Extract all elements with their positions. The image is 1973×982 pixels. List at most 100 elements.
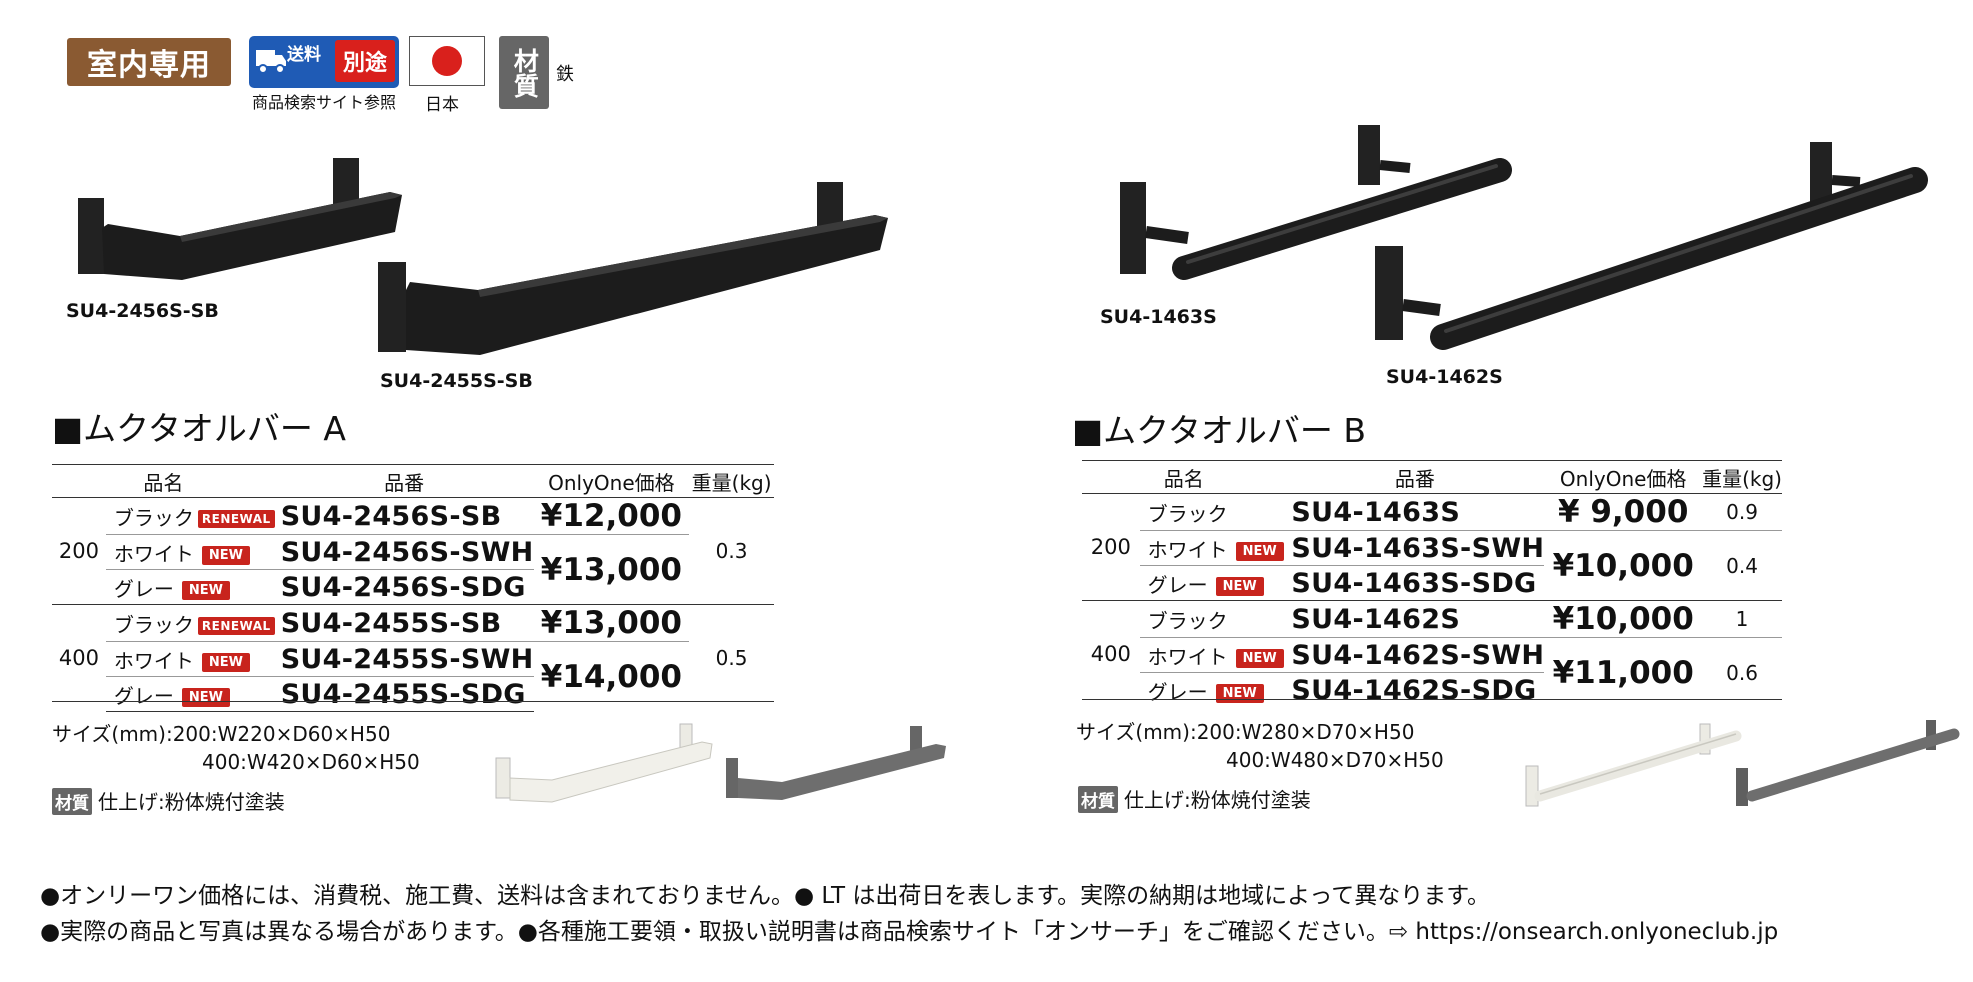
price-cell: ¥ 9,000 [1557, 494, 1689, 530]
new-badge: NEW [201, 652, 250, 672]
size-note-a-line1: サイズ(mm):200:W220×D60×H50 [52, 722, 391, 746]
white-bar [509, 741, 713, 803]
origin-label: 日本 [425, 95, 459, 115]
bracket-plate [1736, 768, 1748, 806]
renewal-badge: RENEWAL [197, 617, 275, 635]
color-name: ブラック [113, 612, 194, 637]
table-row: 400 ブラック SU4-1462S ¥10,000 1 [1082, 600, 1782, 707]
section-b-table: 品名 品番 OnlyOne価格 重量(kg) 200 ブラック SU4-1463… [1082, 460, 1782, 707]
color-cell: ホワイト NEW [1139, 530, 1286, 566]
bar-body [406, 215, 888, 355]
code-cell: SU4-1463S-SDG [1285, 565, 1545, 601]
color-cell: グレー NEW [1139, 565, 1286, 601]
towel-bar-b-photo [1120, 125, 1928, 350]
bar-highlight [180, 192, 402, 242]
table-row: グレー NEW SU4-1463S-SDG [1082, 565, 1782, 601]
code-cell: SU4-2455S-SDG [274, 676, 534, 712]
header-price: OnlyOne価格 [1544, 460, 1703, 494]
header-weight: 重量(kg) [689, 464, 774, 498]
size-cell: 200 [58, 539, 99, 563]
renewal-badge: RENEWAL [197, 510, 275, 528]
table-row: グレー NEW SU4-2456S-SDG [52, 569, 774, 605]
header-name: 品名 [52, 464, 275, 498]
color-variants-a [495, 723, 946, 803]
table-row: ホワイト NEW SU4-2456S-SWH ¥13,000 [52, 534, 774, 605]
finish-text: 仕上げ:粉体焼付塗装 [98, 790, 285, 814]
code-cell: SU4-2456S-SDG [274, 569, 534, 605]
finish-note-a: 材質仕上げ:粉体焼付塗装 [52, 786, 285, 815]
bar-post [1145, 226, 1189, 244]
color-name: グレー [113, 683, 174, 708]
new-badge: NEW [181, 687, 230, 707]
price-cell: ¥12,000 [540, 498, 682, 534]
color-cell: ブラック [1140, 494, 1286, 531]
bracket-plate [495, 757, 511, 799]
weight-cell: 0.5 [689, 604, 774, 712]
color-name: ブラック [1147, 608, 1228, 633]
code-cell: SU4-2456S-SWH [274, 534, 534, 570]
bracket-plate [1375, 246, 1403, 340]
code-cell: SU4-2455S-SB [274, 604, 534, 642]
gray-bar [1746, 728, 1960, 802]
new-badge: NEW [181, 580, 230, 600]
color-name: ホワイト [1147, 537, 1228, 562]
table-bottom-rule [1082, 699, 1782, 700]
code-cell: SU4-1463S-SWH [1285, 530, 1545, 566]
footer-note-2: ●実際の商品と写真は異なる場合があります。●各種施工要領・取扱い説明書は商品検索… [40, 919, 1779, 945]
header-price: OnlyOne価格 [533, 464, 690, 498]
new-badge: NEW [1235, 648, 1284, 668]
table-header-row: 品名 品番 OnlyOne価格 重量(kg) [52, 464, 774, 498]
code-cell: SU4-2455S-SWH [274, 641, 534, 677]
bracket-plate [1358, 125, 1380, 185]
weight-cell: 0.4 [1702, 530, 1782, 601]
indoor-use-badge: 室内専用 [67, 38, 231, 86]
price-cell: ¥13,000 [533, 534, 690, 605]
material-small-badge: 材質 [1078, 786, 1118, 813]
size-cell: 400 [52, 604, 106, 712]
product-label-b-large: SU4-1462S [1386, 366, 1503, 388]
bar-body [102, 192, 402, 280]
gray-bar [738, 744, 946, 800]
bar-rod [1172, 158, 1512, 280]
finish-text: 仕上げ:粉体焼付塗装 [1124, 788, 1311, 812]
new-badge: NEW [1235, 541, 1284, 561]
size-note-b-line2: 400:W480×D70×H50 [1226, 748, 1444, 772]
size-cell: 400 [1082, 600, 1140, 707]
bar-highlight [478, 215, 888, 297]
weight-cell: 0.6 [1702, 637, 1782, 707]
product-label-a-small: SU4-2456S-SB [66, 300, 219, 322]
new-badge: NEW [1215, 683, 1264, 703]
white-bar [1534, 730, 1742, 802]
color-cell: グレー NEW [105, 676, 275, 712]
shipping-note: 商品検索サイト参照 [252, 93, 397, 112]
shipping-label: 送料 [287, 45, 321, 65]
code-cell: SU4-1462S-SWH [1285, 637, 1545, 673]
bracket-plate [726, 758, 738, 798]
price-cell: ¥14,000 [533, 641, 690, 712]
bracket-plate [378, 262, 406, 352]
color-name: グレー [113, 576, 174, 601]
color-variants-b [1525, 720, 1960, 807]
material-value: 鉄 [556, 64, 574, 85]
material-badge: 材質 [499, 36, 549, 109]
material-small-badge: 材質 [52, 788, 92, 815]
color-name: グレー [1147, 572, 1208, 597]
color-name: ホワイト [113, 541, 194, 566]
price-cell: ¥10,000 [1544, 600, 1703, 638]
japan-flag-icon [409, 36, 485, 86]
bar-post [1402, 299, 1441, 316]
truck-icon [256, 50, 286, 74]
bar-post [1831, 175, 1861, 187]
code-cell: SU4-1463S [1291, 496, 1461, 528]
header-code: 品番 [274, 464, 534, 498]
new-badge: NEW [1215, 576, 1264, 596]
code-cell: SU4-1462S [1285, 600, 1545, 638]
section-b-title: ■ムクタオルバー B [1072, 411, 1366, 450]
product-label-a-large: SU4-2455S-SB [380, 370, 533, 392]
bracket-plate [78, 198, 104, 274]
